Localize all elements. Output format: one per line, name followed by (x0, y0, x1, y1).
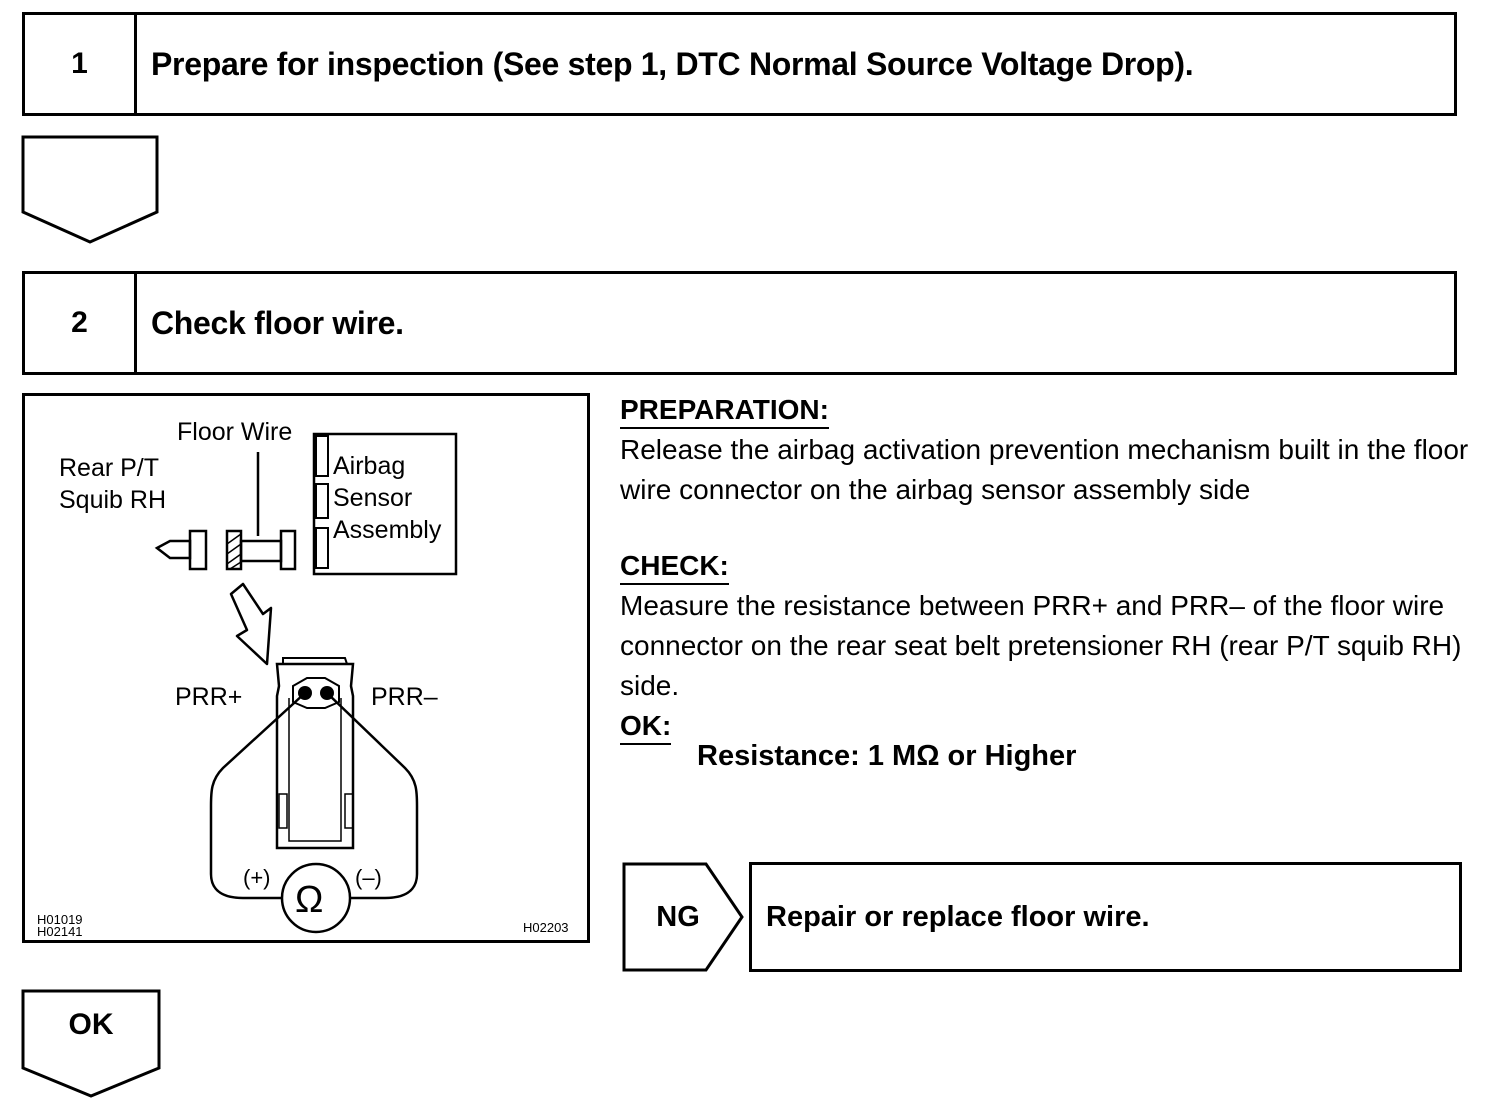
ohm-icon: Ω (295, 879, 324, 921)
check-heading: CHECK: (620, 549, 729, 585)
resistance-spec: Resistance: 1 MΩ or Higher (697, 740, 1077, 772)
preparation-section: PREPARATION: Release the airbag activati… (620, 390, 1480, 510)
meter-minus-label: (–) (355, 865, 382, 890)
check-text: Measure the resistance between PRR+ and … (620, 590, 1462, 701)
ok-flow-arrow-icon (21, 989, 161, 1098)
flow-arrow-icon (21, 135, 159, 244)
step-2-number: 2 (25, 274, 137, 372)
floor-wire-label: Floor Wire (177, 418, 293, 446)
check-section: CHECK: Measure the resistance between PR… (620, 546, 1480, 746)
prr-plus-label: PRR+ (175, 683, 243, 711)
airbag-sensor-assembly-label: Airbag Sensor Assembly (333, 452, 442, 544)
step-2-title: Check floor wire. (151, 304, 404, 341)
step-1-number: 1 (25, 15, 137, 113)
figure-code-left: H01019 H02141 (37, 912, 83, 939)
prr-minus-label: PRR– (371, 683, 438, 711)
ng-tag-icon (622, 862, 744, 972)
preparation-heading: PREPARATION: (620, 393, 829, 429)
step-1-title: Prepare for inspection (See step 1, DTC … (151, 45, 1194, 82)
floor-wire-diagram: Floor Wire Rear P/T Squib RH Airbag Sens… (22, 393, 590, 943)
step-1-box: 1 Prepare for inspection (See step 1, DT… (22, 12, 1457, 116)
rear-pt-squib-label: Rear P/T Squib RH (59, 454, 166, 514)
ok-heading: OK: (620, 709, 672, 745)
meter-plus-label: (+) (243, 865, 271, 890)
ng-action-text: Repair or replace floor wire. (766, 900, 1150, 933)
ok-label: OK (68, 1008, 114, 1041)
diagram-drawing (154, 432, 458, 934)
preparation-text: Release the airbag activation prevention… (620, 434, 1469, 505)
ng-label: NG (656, 900, 700, 933)
figure-code-right: H02203 (523, 920, 569, 935)
ng-action-box: Repair or replace floor wire. (749, 862, 1462, 972)
step-2-box: 2 Check floor wire. (22, 271, 1457, 375)
